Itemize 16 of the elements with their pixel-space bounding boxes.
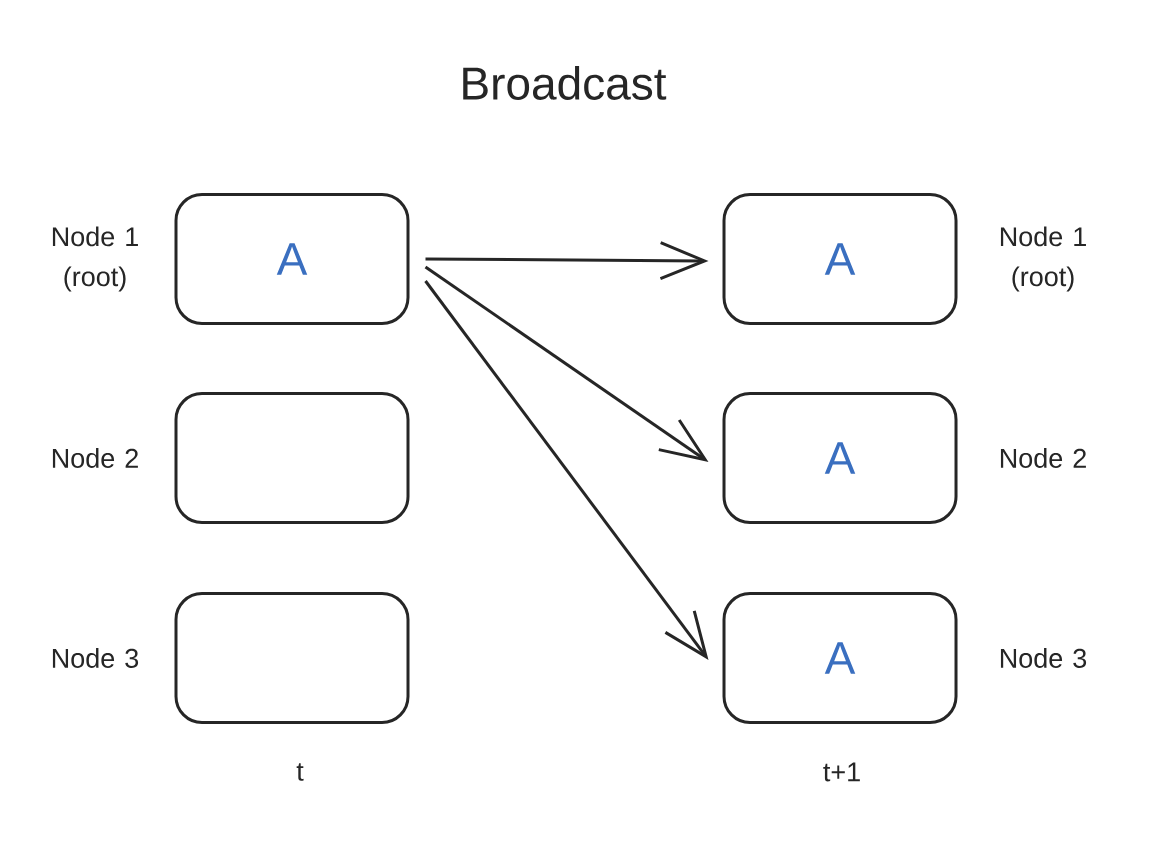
arrow	[425, 241, 709, 281]
node-label: Node 3	[1000, 648, 1087, 668]
node-label: Node 2	[52, 448, 138, 468]
node-label: Node 1 (root)	[52, 226, 138, 292]
arrow	[424, 265, 709, 462]
node-box: A	[722, 392, 958, 524]
node-label: Node 3	[52, 648, 139, 668]
axis-label: t+1	[823, 762, 860, 782]
node-box: A	[722, 592, 958, 724]
node-label: Node 1 (root)	[1000, 226, 1086, 292]
arrow	[424, 280, 709, 660]
node-label: Node 2	[1000, 448, 1086, 468]
node-box: A	[722, 193, 958, 325]
title: Broadcast	[463, 66, 667, 100]
node-box: A	[174, 193, 410, 325]
axis-label: t	[296, 763, 304, 781]
